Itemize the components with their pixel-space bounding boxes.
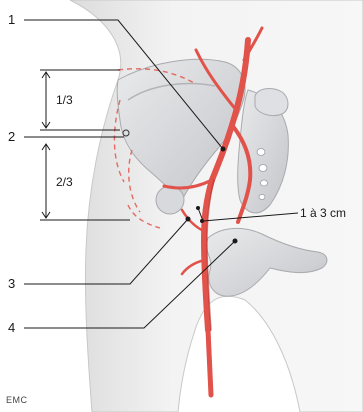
distance-label: 1 à 3 cm [300,206,346,220]
callout-3: 3 [8,276,15,291]
callout-2: 2 [8,129,15,144]
publisher-logo: EMC [6,395,28,405]
lumbar-vertebra [255,89,288,116]
callout-1: 1 [8,12,15,27]
callout-4: 4 [8,320,15,335]
femoral-head [156,186,184,214]
ratio-two-thirds: 2/3 [56,175,73,189]
ratio-one-third: 1/3 [56,93,73,107]
femoral-artery [208,330,211,395]
